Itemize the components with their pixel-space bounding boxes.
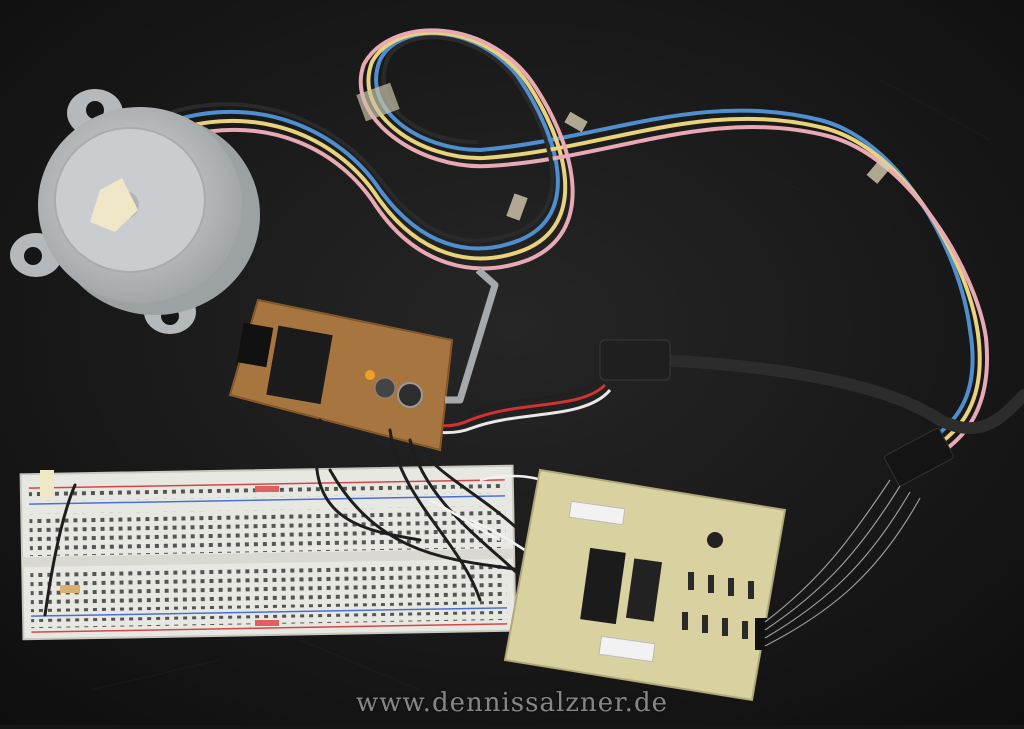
resistor	[40, 470, 54, 498]
isp-header	[236, 322, 274, 368]
atmega-chip	[266, 325, 333, 405]
white-resistor	[598, 635, 656, 663]
microcontroller-pcb	[228, 298, 454, 452]
motor-wire-bundle	[170, 28, 989, 454]
tape-wrap	[506, 193, 528, 221]
uln2003-chip	[580, 547, 626, 625]
tape-wrap	[866, 158, 892, 184]
thin-wires	[764, 479, 921, 647]
driver-chip	[625, 558, 663, 622]
jumper	[255, 486, 279, 492]
transistor	[707, 532, 723, 548]
four-pin-connector	[884, 427, 954, 487]
desk-scratches	[89, 79, 991, 691]
watermark-text: www.dennissalzner.de	[356, 688, 668, 718]
capacitor	[397, 382, 423, 408]
pin-header	[755, 618, 767, 650]
tape-wrap	[564, 111, 588, 133]
capacitor	[374, 377, 396, 399]
jumper	[255, 620, 279, 626]
stepper-motor	[10, 89, 260, 334]
usb-cable	[654, 354, 1024, 435]
resistor	[60, 585, 80, 593]
usb-connector	[599, 339, 671, 381]
breadboard	[19, 464, 517, 641]
diode-array	[682, 572, 754, 639]
metal-bracket	[445, 267, 499, 404]
driver-pcb	[503, 468, 787, 702]
tape-wrap	[356, 82, 400, 122]
white-resistor	[568, 500, 626, 526]
led	[365, 370, 375, 380]
